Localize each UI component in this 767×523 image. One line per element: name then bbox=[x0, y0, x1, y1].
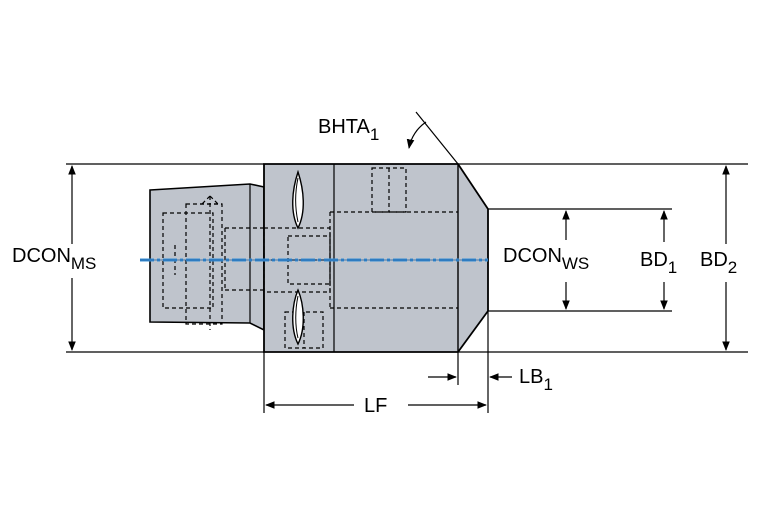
dcon-ws-label: DCONWS bbox=[503, 245, 589, 273]
bd2-label: BD2 bbox=[700, 249, 737, 277]
bd1-label: BD1 bbox=[640, 249, 677, 277]
bhta1-label: BHTA1 bbox=[318, 116, 379, 144]
adapter-body bbox=[263, 163, 489, 353]
extension-lines bbox=[66, 163, 748, 413]
coupling-shank bbox=[149, 183, 265, 332]
lb1-label: LB1 bbox=[519, 366, 553, 394]
lf-label: LF bbox=[364, 395, 387, 417]
bhta1-angle bbox=[406, 111, 459, 165]
dcon-ms-label: DCONMS bbox=[12, 245, 96, 273]
